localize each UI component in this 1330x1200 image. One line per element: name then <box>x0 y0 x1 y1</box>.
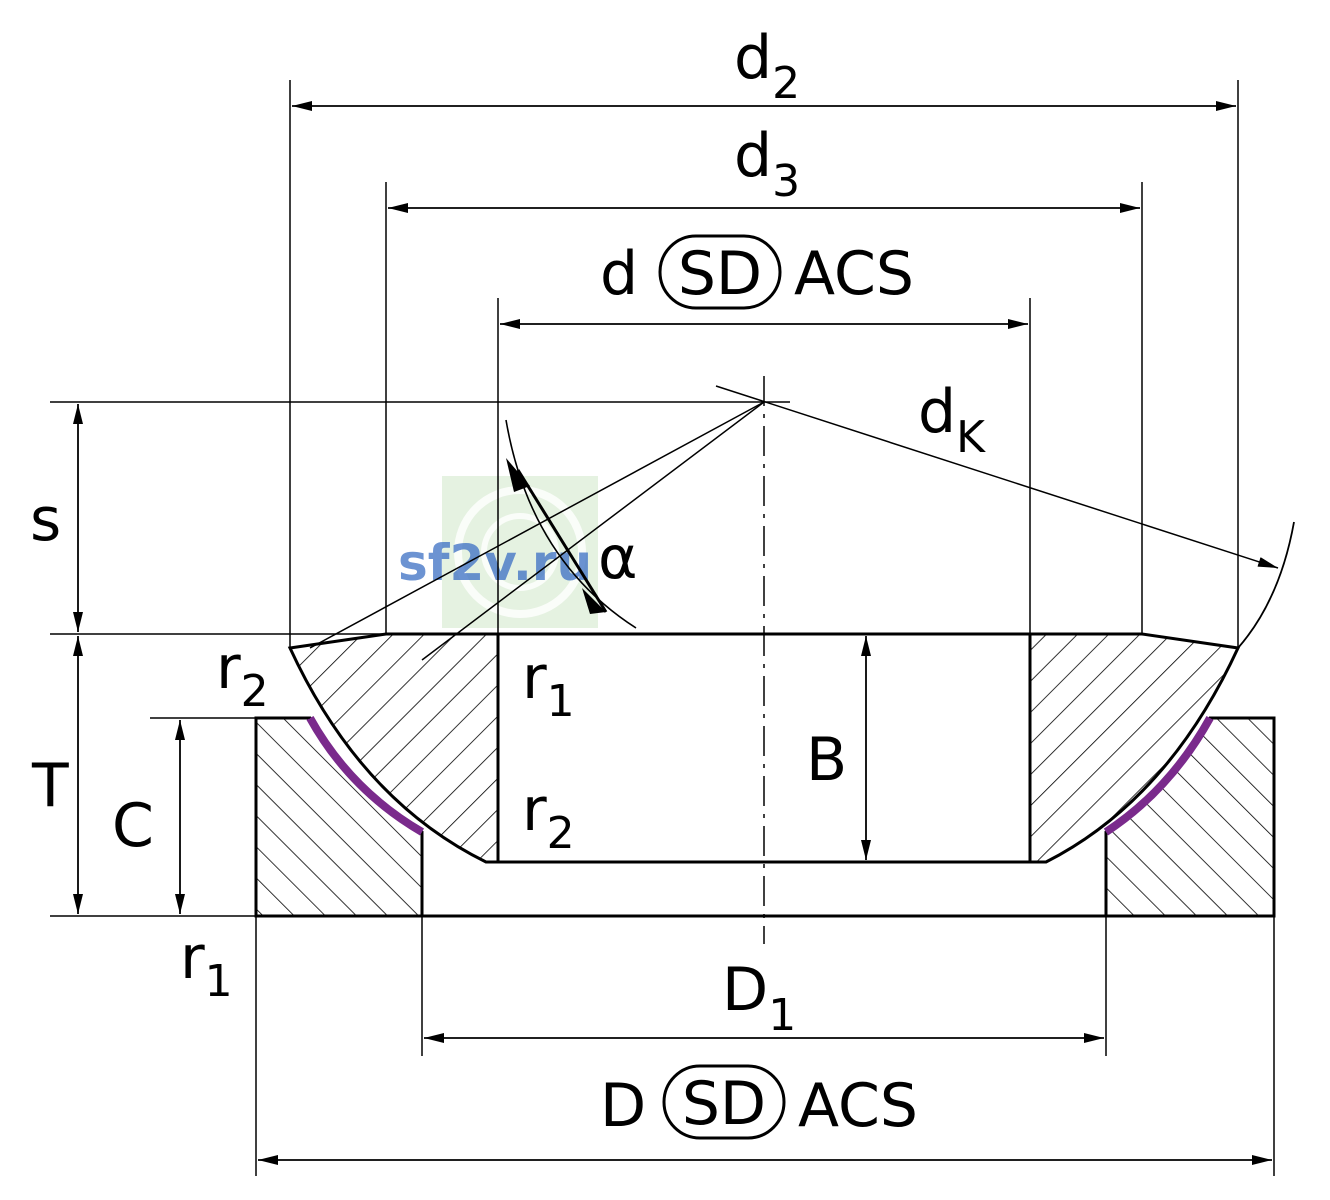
outer-ring-left <box>254 716 425 918</box>
sphere-construction <box>309 385 1295 661</box>
label-d2: d2 <box>734 23 800 109</box>
label-D1: D1 <box>722 955 796 1041</box>
label-r2-inner: r2 <box>522 775 575 859</box>
svg-text:D: D <box>600 1071 646 1141</box>
label-r1-bottom: r1 <box>180 923 233 1007</box>
label-T: T <box>31 751 69 821</box>
label-d3: d3 <box>734 121 800 207</box>
extension-lines <box>50 80 1275 1176</box>
watermark: sf2v.ru <box>398 476 598 628</box>
inner-ring-right <box>1028 632 1241 864</box>
label-C: C <box>112 791 154 861</box>
outer-ring-right <box>1103 716 1276 918</box>
dim-dK <box>715 385 1279 569</box>
label-alpha: α <box>598 523 638 593</box>
label-s: s <box>30 485 61 555</box>
label-r2-top: r2 <box>216 633 269 717</box>
label-d-sd-acs: d SD ACS <box>600 234 914 310</box>
label-dK: dK <box>918 377 986 463</box>
svg-text:ACS: ACS <box>798 1071 918 1141</box>
svg-text:SD: SD <box>682 1069 766 1139</box>
alpha-arc <box>505 419 637 629</box>
dimension-lines <box>73 101 1272 1165</box>
svg-text:SD: SD <box>678 239 762 309</box>
label-B: B <box>806 725 847 795</box>
label-r1-inner: r1 <box>522 643 575 727</box>
label-D-sd-acs: D SD ACS <box>600 1064 918 1141</box>
svg-text:ACS: ACS <box>794 239 914 309</box>
svg-text:d: d <box>600 239 638 309</box>
